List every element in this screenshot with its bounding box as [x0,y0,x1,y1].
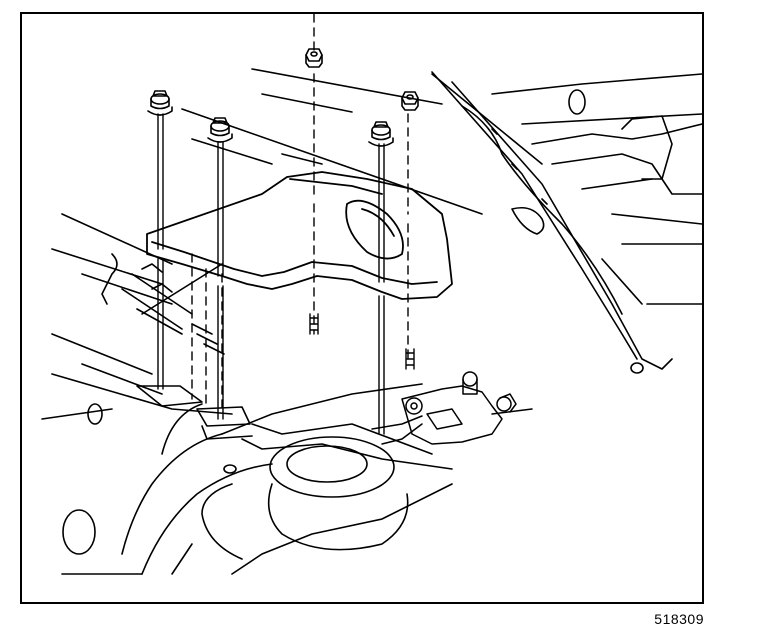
alignment-lines [191,14,409,415]
body-structure-lines [51,68,543,395]
bolt-icon [368,121,394,147]
illustration-frame [20,12,704,604]
mounting-pads [136,385,253,440]
fender-structure [431,71,702,374]
bolt-icon [147,90,173,116]
nut-icon [305,48,323,68]
component-cluster [371,371,533,445]
bolt-icon [207,117,233,143]
strut-mount [201,423,453,560]
mounting-bracket [146,171,453,300]
studs [309,313,415,370]
figure-id: 518309 [654,611,704,627]
bolt-shafts [157,113,385,435]
bracket-installation-diagram [41,14,702,575]
nut-icon [401,91,419,111]
bolts [147,90,394,147]
nuts [305,48,419,111]
lower-body-structure [41,253,453,575]
